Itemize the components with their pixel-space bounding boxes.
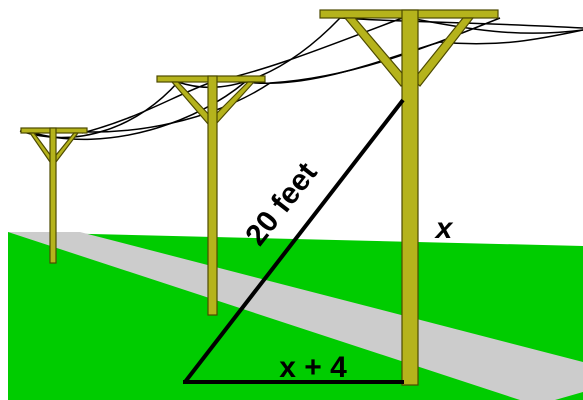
wire-1 bbox=[19, 17, 583, 139]
wire-2 bbox=[81, 16, 583, 134]
triangle-hypotenuse bbox=[183, 98, 405, 384]
wire-4 bbox=[54, 17, 501, 133]
right-triangle bbox=[183, 98, 405, 384]
pole-brace bbox=[412, 17, 475, 87]
ground bbox=[8, 232, 583, 400]
utility-pole-middle bbox=[156, 75, 266, 316]
utility-pole-far bbox=[20, 127, 88, 264]
pole-shaft bbox=[49, 127, 57, 264]
road bbox=[8, 232, 583, 400]
hypotenuse-label: 20 feet bbox=[239, 157, 324, 252]
pole-shaft bbox=[207, 75, 218, 316]
pole-shaft bbox=[401, 9, 419, 386]
utility-pole-near bbox=[319, 9, 499, 386]
power-wires bbox=[19, 16, 583, 140]
pole-height-label: x bbox=[434, 212, 454, 245]
base-label: x + 4 bbox=[279, 351, 347, 384]
